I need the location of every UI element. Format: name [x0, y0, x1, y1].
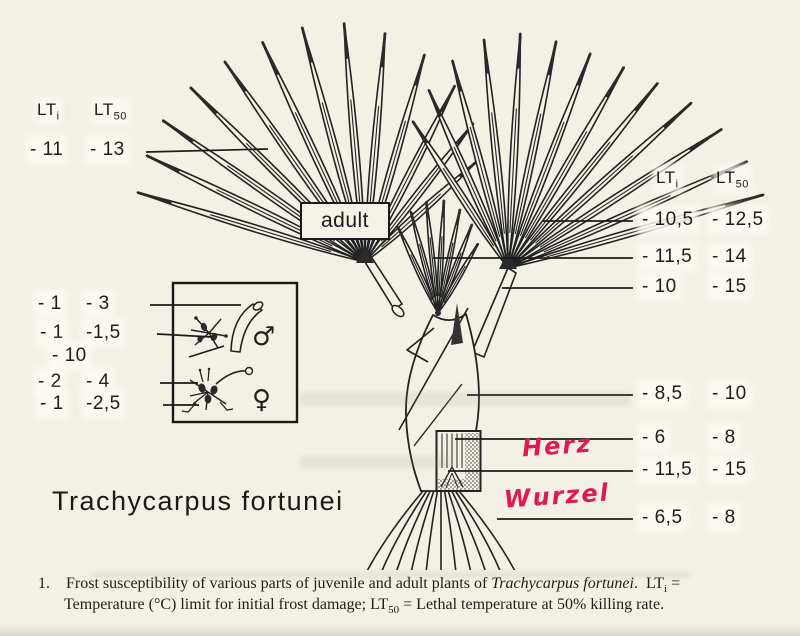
caption-text: Frost susceptibility of various parts of…	[66, 575, 492, 592]
lt-label: LT	[37, 100, 57, 119]
female-symbol: ♀	[252, 385, 271, 415]
handwritten-heart-annotation: Herz	[521, 429, 594, 463]
caption-text: Temperature (°C) limit for initial frost…	[64, 596, 389, 613]
caption-line2: Temperature (°C) limit for initial frost…	[64, 594, 794, 621]
inflorescence-box-drawing	[171, 281, 299, 424]
caption-sub-i: i	[664, 583, 668, 596]
inflorescence-row-lti: - 1	[40, 393, 64, 414]
male-symbol: ♂	[252, 322, 275, 352]
inflorescence-row-lt50: -1,5	[86, 322, 121, 343]
juvenile-row-lt50: - 8	[712, 507, 736, 528]
scan-bleedthrough	[300, 392, 630, 406]
lt-sub-i: i	[675, 178, 679, 191]
lt-label: LT	[94, 100, 114, 119]
left-lt50-header: LT50	[94, 100, 127, 123]
inflorescence-row-lt50: - 4	[86, 371, 110, 392]
juvenile-row-lti: - 6	[642, 427, 666, 448]
lt-label: LT	[656, 168, 676, 187]
right-lt50-header: LT50	[716, 168, 749, 191]
juvenile-row-lt50: - 15	[712, 459, 747, 480]
juvenile-row-lti: - 11,5	[642, 459, 693, 480]
inflorescence-row-lti: - 2	[38, 371, 62, 392]
left-lt-initial-header: LTi	[37, 100, 60, 123]
scan-edge-shadow	[0, 624, 800, 636]
juvenile-row-lt50: - 12,5	[712, 209, 764, 230]
caption-number: 1.	[38, 575, 50, 592]
inflorescence-row-lti: - 1	[38, 293, 62, 314]
juvenile-row-lti: - 10,5	[642, 209, 694, 230]
adult-label-box: adult	[300, 202, 390, 240]
caption-line1: 1. Frost susceptibility of various parts …	[38, 573, 798, 596]
juvenile-row-lt50: - 15	[712, 276, 747, 297]
caption-text: = Lethal temperature at 50% killing rate…	[399, 596, 665, 613]
scan-bleedthrough	[90, 572, 690, 578]
lt-sub-50: 50	[735, 178, 749, 191]
lt-sub-50: 50	[113, 110, 127, 123]
juvenile-row-lt50: - 14	[712, 246, 747, 267]
juvenile-row-lt50: - 8	[712, 427, 736, 448]
caption-sub-50: 50	[388, 604, 400, 617]
inflorescence-row-lt50: - 3	[86, 293, 110, 314]
inflorescence-row-lti: - 10	[52, 345, 87, 366]
juvenile-row-lti: - 8,5	[642, 383, 683, 404]
juvenile-palm-drawing	[366, 32, 765, 570]
adult-label: adult	[320, 209, 370, 232]
juvenile-row-lt50: - 10	[712, 383, 747, 404]
caption-text: . LT	[633, 575, 665, 592]
figure-drawing: ♂ ♀	[136, 22, 765, 570]
inflorescence-row-lti: - 1	[40, 322, 64, 343]
scan-bleedthrough	[300, 456, 450, 468]
adult-palm-leaf-drawing	[136, 22, 478, 318]
juvenile-row-lti: - 11,5	[642, 246, 693, 267]
adult-leaf-lti-value: - 11	[30, 139, 64, 160]
right-lt-initial-header: LTi	[656, 168, 679, 191]
lt-label: LT	[716, 168, 736, 187]
species-label: Trachycarpus fortunei	[52, 486, 344, 516]
inflorescence-row-lt50: -2,5	[86, 393, 121, 414]
leader-lines	[145, 148, 633, 520]
caption-text: =	[667, 575, 681, 592]
caption-species-italic: Trachycarpus fortunei	[491, 575, 634, 592]
lt-sub-i: i	[56, 110, 60, 123]
adult-leaf-lt50-value: - 13	[90, 139, 125, 160]
juvenile-row-lti: - 6,5	[642, 507, 683, 528]
juvenile-row-lti: - 10	[642, 276, 677, 297]
